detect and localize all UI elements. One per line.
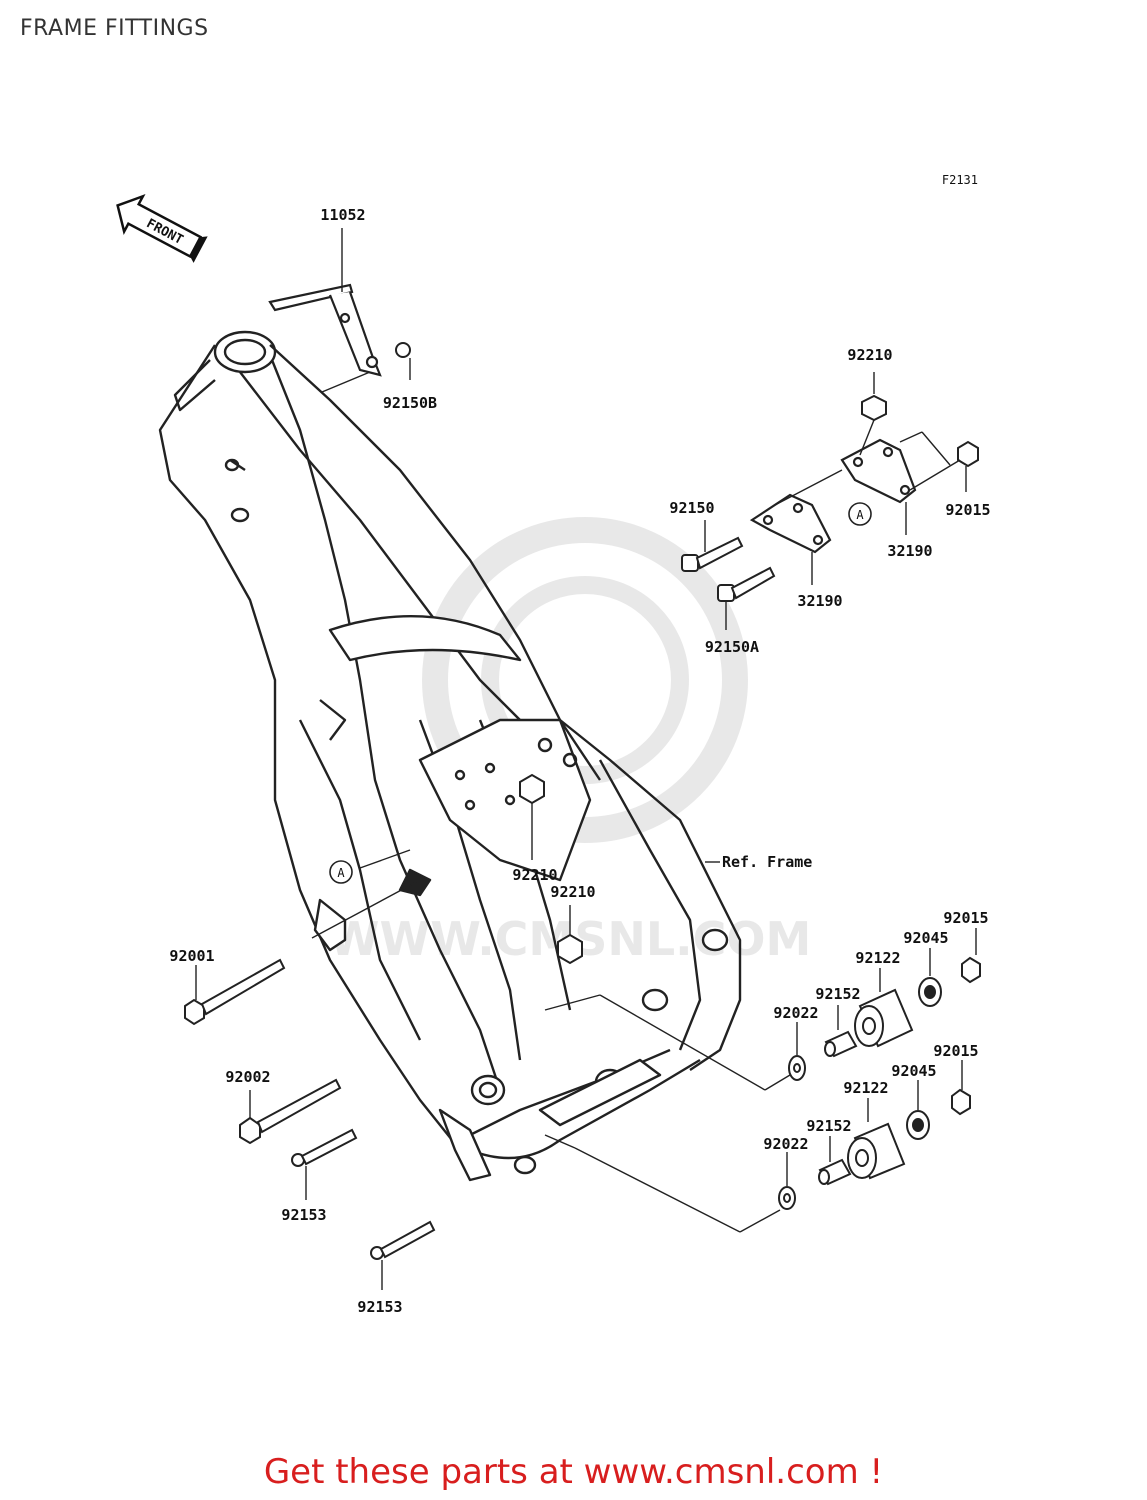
- bolt-92150: [681, 536, 744, 572]
- footer-shop-link[interactable]: Get these parts at www.cmsnl.com !: [263, 1452, 884, 1492]
- bushing-92122-upper: [854, 988, 914, 1048]
- collar-92152-lower: [818, 1158, 852, 1186]
- front-arrow-icon: FRONT: [116, 193, 208, 263]
- part-label-92022-r2[interactable]: 92022: [763, 1135, 808, 1153]
- leader-lines: [195, 228, 977, 1290]
- marker-a-left: A: [329, 860, 353, 884]
- bolt-92001: [184, 958, 286, 1026]
- nut-92015-top: [957, 440, 979, 468]
- part-label-92153-a[interactable]: 92153: [281, 1206, 326, 1224]
- part-label-92015-top[interactable]: 92015: [945, 501, 990, 519]
- part-label-92022-r1[interactable]: 92022: [773, 1004, 818, 1022]
- mount-bracket-32190-rear: [840, 438, 917, 504]
- diagram-code: F2131: [942, 173, 978, 187]
- nut-92210-top: [861, 394, 887, 422]
- bushing-92122-lower: [847, 1122, 906, 1180]
- part-label-92150b[interactable]: 92150B: [383, 394, 437, 412]
- part-label-92210-top[interactable]: 92210: [847, 346, 892, 364]
- part-label-92122-r2[interactable]: 92122: [843, 1079, 888, 1097]
- nut-92210-mid2: [557, 933, 583, 965]
- bearing-92045-upper: [918, 977, 942, 1007]
- part-label-92002[interactable]: 92002: [225, 1068, 270, 1086]
- nut-92210-mid: [519, 773, 545, 805]
- part-label-92001[interactable]: 92001: [169, 947, 214, 965]
- washer-92022-lower: [778, 1186, 796, 1210]
- bracket-11052: [268, 283, 382, 377]
- part-label-92210-mid2[interactable]: 92210: [550, 883, 595, 901]
- part-label-92045-r1[interactable]: 92045: [903, 929, 948, 947]
- mount-bracket-32190-front: [749, 493, 832, 554]
- part-label-92015-r1[interactable]: 92015: [943, 909, 988, 927]
- collar-92152-upper: [824, 1030, 858, 1058]
- part-label-92210-mid[interactable]: 92210: [512, 866, 557, 884]
- svg-text:A: A: [337, 866, 345, 880]
- part-label-11052[interactable]: 11052: [320, 206, 365, 224]
- part-label-92045-r2[interactable]: 92045: [891, 1062, 936, 1080]
- nut-92015-lower: [951, 1088, 971, 1116]
- part-label-92152-r1[interactable]: 92152: [815, 985, 860, 1003]
- washer-92022-upper: [788, 1055, 806, 1081]
- bolt-92150A: [717, 566, 776, 602]
- part-label-32190-a[interactable]: 32190: [887, 542, 932, 560]
- page-title: FRAME FITTINGS: [20, 16, 209, 41]
- part-label-92152-r2[interactable]: 92152: [806, 1117, 851, 1135]
- part-label-92015-r2[interactable]: 92015: [933, 1042, 978, 1060]
- bolt-92150B: [395, 342, 411, 358]
- part-label-32190-b[interactable]: 32190: [797, 592, 842, 610]
- svg-text:A: A: [856, 508, 864, 522]
- part-label-92153-b[interactable]: 92153: [357, 1298, 402, 1316]
- watermark-logo: WWW.CMSNL.COM: [329, 517, 811, 966]
- bolt-92153-lower: [370, 1220, 436, 1260]
- marker-a-right: A: [848, 502, 872, 526]
- motorcycle-frame: [158, 330, 742, 1182]
- part-label-92122-r1[interactable]: 92122: [855, 949, 900, 967]
- bearing-92045-lower: [906, 1110, 930, 1140]
- nut-92015-upper: [961, 956, 981, 984]
- bolt-92002: [239, 1078, 342, 1145]
- part-label-92150[interactable]: 92150: [669, 499, 714, 517]
- ref-frame-label: Ref. Frame: [722, 853, 812, 871]
- part-label-92150a[interactable]: 92150A: [705, 638, 759, 656]
- bolt-92153-upper: [291, 1128, 358, 1167]
